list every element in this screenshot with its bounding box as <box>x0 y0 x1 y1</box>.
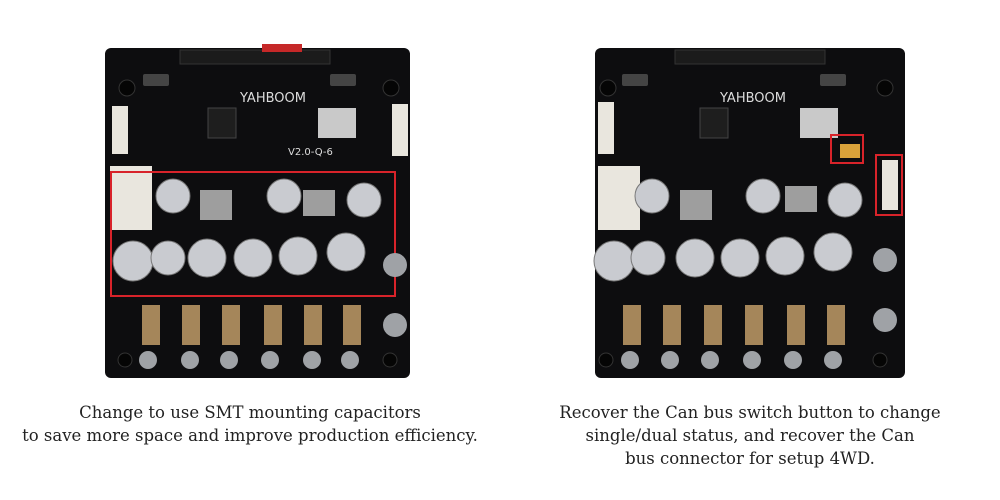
ic-chip <box>207 107 237 139</box>
inductor <box>303 190 335 216</box>
mount-hole <box>382 352 398 368</box>
ic-chip <box>699 107 729 139</box>
can-switch <box>840 144 860 158</box>
mount-hole <box>599 79 617 97</box>
connector <box>598 166 640 230</box>
highlight-box-can-connector <box>875 154 903 216</box>
usb-port <box>143 74 169 86</box>
caption-line: bus connector for setup 4WD. <box>625 449 875 468</box>
highlight-box-can-switch <box>830 134 864 164</box>
motor-driver-board-photo-smt: YAHBOOM V2.0-Q-6 <box>105 44 410 378</box>
smd-pads <box>142 305 361 345</box>
inductor <box>785 186 817 212</box>
capacitors-lower <box>593 232 853 282</box>
motor-driver-board-photo-can: YAHBOOM <box>593 48 905 378</box>
mount-hole <box>876 79 894 97</box>
connector <box>392 104 408 156</box>
mount-hole <box>872 352 888 368</box>
connector <box>110 166 152 230</box>
right-panel: YAHBOOM <box>500 0 1000 500</box>
usb-port <box>622 74 648 86</box>
pin-header <box>179 49 331 65</box>
mount-hole <box>118 79 136 97</box>
caption-line: Recover the Can bus switch button to cha… <box>559 403 941 422</box>
caption-line: to save more space and improve productio… <box>22 426 478 445</box>
connector <box>112 106 128 154</box>
caption-right: Recover the Can bus switch button to cha… <box>500 401 1000 470</box>
brand-silkscreen: YAHBOOM <box>719 91 786 106</box>
mount-hole <box>598 352 614 368</box>
inductor <box>800 108 838 138</box>
capacitors-upper <box>155 178 382 218</box>
caption-left: Change to use SMT mounting capacitors to… <box>0 401 500 447</box>
inductor <box>680 190 712 220</box>
caption-line: Change to use SMT mounting capacitors <box>79 403 421 422</box>
inductor <box>200 190 232 220</box>
highlight-box-smt-capacitors <box>110 171 396 297</box>
usb-port <box>330 74 356 86</box>
pin-header <box>674 49 826 65</box>
inductor <box>318 108 356 138</box>
brand-silkscreen: YAHBOOM <box>239 91 306 106</box>
mount-hole <box>382 79 400 97</box>
capacitors-lower <box>112 232 366 282</box>
can-connector <box>882 160 898 210</box>
usb-port <box>820 74 846 86</box>
mount-hole <box>117 352 133 368</box>
smd-pads <box>623 305 845 345</box>
capacitors-upper <box>634 178 863 218</box>
terminals <box>621 248 897 369</box>
caption-line: single/dual status, and recover the Can <box>585 426 915 445</box>
left-panel: YAHBOOM V2.0-Q-6 <box>0 44 500 447</box>
terminals <box>139 253 407 369</box>
wire-lead <box>262 44 302 52</box>
connector <box>598 102 614 154</box>
version-silkscreen: V2.0-Q-6 <box>288 147 333 158</box>
